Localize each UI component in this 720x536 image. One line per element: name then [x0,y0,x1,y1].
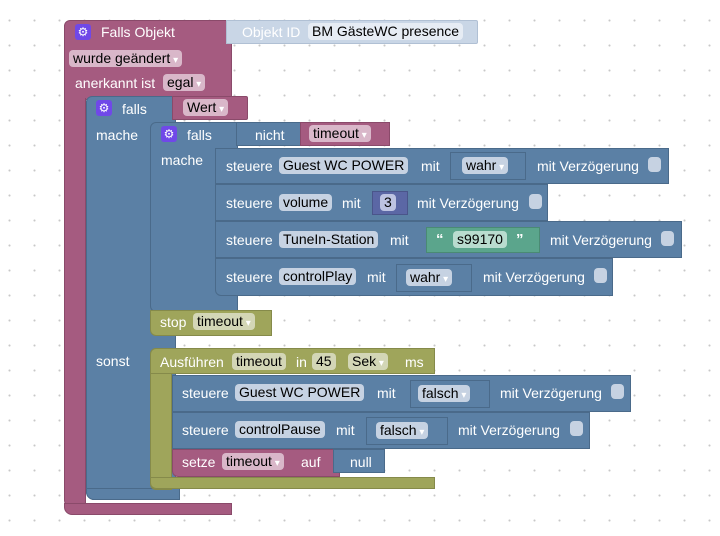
object-id-label: Objekt ID [242,24,301,40]
outer-if-bottom [86,488,180,500]
null-value: null [350,454,372,470]
delay-label: mit Verzögerung [417,195,519,211]
set-auf-label: auf [301,454,321,470]
trigger-title: Falls Objekt [101,24,175,40]
change-mode-dropdown[interactable]: wurde geändert [69,50,183,67]
not-label: nicht [255,127,285,143]
stop-timeout-dropdown[interactable]: timeout [193,313,255,330]
quote-close-icon: ” [516,231,524,248]
value-dropdown[interactable]: wahr [462,157,509,174]
delay-checkbox[interactable] [570,421,583,436]
action-target[interactable]: volume [279,194,333,211]
ack-dropdown[interactable]: egal [163,74,206,91]
delay-label: mit Verzögerung [500,385,602,401]
set-label: setze [182,454,216,470]
timeout-var-dropdown[interactable]: timeout [309,125,371,142]
action-mit: mit [342,195,361,211]
timeout-in-label: in [296,354,307,370]
delay-checkbox[interactable] [594,268,607,283]
timeout-suffix: ms [405,354,424,370]
set-variable-dropdown[interactable]: timeout [222,453,284,470]
action-mit: mit [367,269,386,285]
gear-icon[interactable]: ⚙ [96,100,112,116]
action-row[interactable] [172,375,631,412]
trigger-block-left-arm [64,98,86,508]
timeout-unit-dropdown[interactable]: Sek [348,353,388,370]
action-target[interactable]: controlPlay [279,268,357,285]
delay-checkbox[interactable] [661,231,674,246]
action-target[interactable]: Guest WC POWER [235,384,365,401]
null-block[interactable] [333,449,385,473]
timeout-var-name[interactable]: timeout [232,353,286,370]
timeout-delay-field[interactable]: 45 [312,353,336,370]
gear-icon[interactable]: ⚙ [75,24,91,40]
number-value[interactable]: 3 [380,194,396,211]
timeout-label: Ausführen [160,354,224,370]
quote-open-icon: “ [436,231,444,248]
action-target[interactable]: controlPause [235,421,325,438]
action-target[interactable]: TuneIn-Station [279,231,379,248]
action-mit: mit [390,232,409,248]
value-dropdown[interactable]: falsch [418,385,471,402]
action-mit: mit [421,158,440,174]
value-dropdown[interactable]: wahr [406,269,453,286]
action-mit: mit [336,422,355,438]
outer-if-falls-label: falls [122,101,147,117]
value-dropdown[interactable]: falsch [376,422,429,439]
delay-label: mit Verzögerung [550,232,652,248]
delay-checkbox[interactable] [529,194,542,209]
action-target[interactable]: Guest WC POWER [279,157,409,174]
timeout-bottom [150,477,435,489]
action-verb: steuere [182,422,229,438]
action-verb: steuere [226,195,273,211]
gear-icon[interactable]: ⚙ [161,126,177,142]
action-verb: steuere [226,232,273,248]
inner-if-mache-label: mache [161,152,204,168]
delay-checkbox[interactable] [648,157,661,172]
action-verb: steuere [226,158,273,174]
inner-if-falls-label: falls [187,127,212,143]
string-value[interactable]: s99170 [453,231,507,248]
ack-label: anerkannt ist [75,75,156,91]
outer-if-mache-label: mache [96,127,139,143]
delay-label: mit Verzögerung [537,158,639,174]
not-block[interactable] [236,122,304,146]
outer-if-sonst-label: sonst [96,353,130,369]
action-mit: mit [377,385,396,401]
trigger-block-bottom [64,503,232,515]
wert-dropdown[interactable]: Wert [183,99,229,116]
action-verb: steuere [226,269,273,285]
action-verb: steuere [182,385,229,401]
delay-checkbox[interactable] [611,384,624,399]
stop-label: stop [160,314,187,330]
object-id-field[interactable]: BM GästeWC presence [308,23,464,40]
delay-label: mit Verzögerung [483,269,585,285]
delay-label: mit Verzögerung [458,422,560,438]
